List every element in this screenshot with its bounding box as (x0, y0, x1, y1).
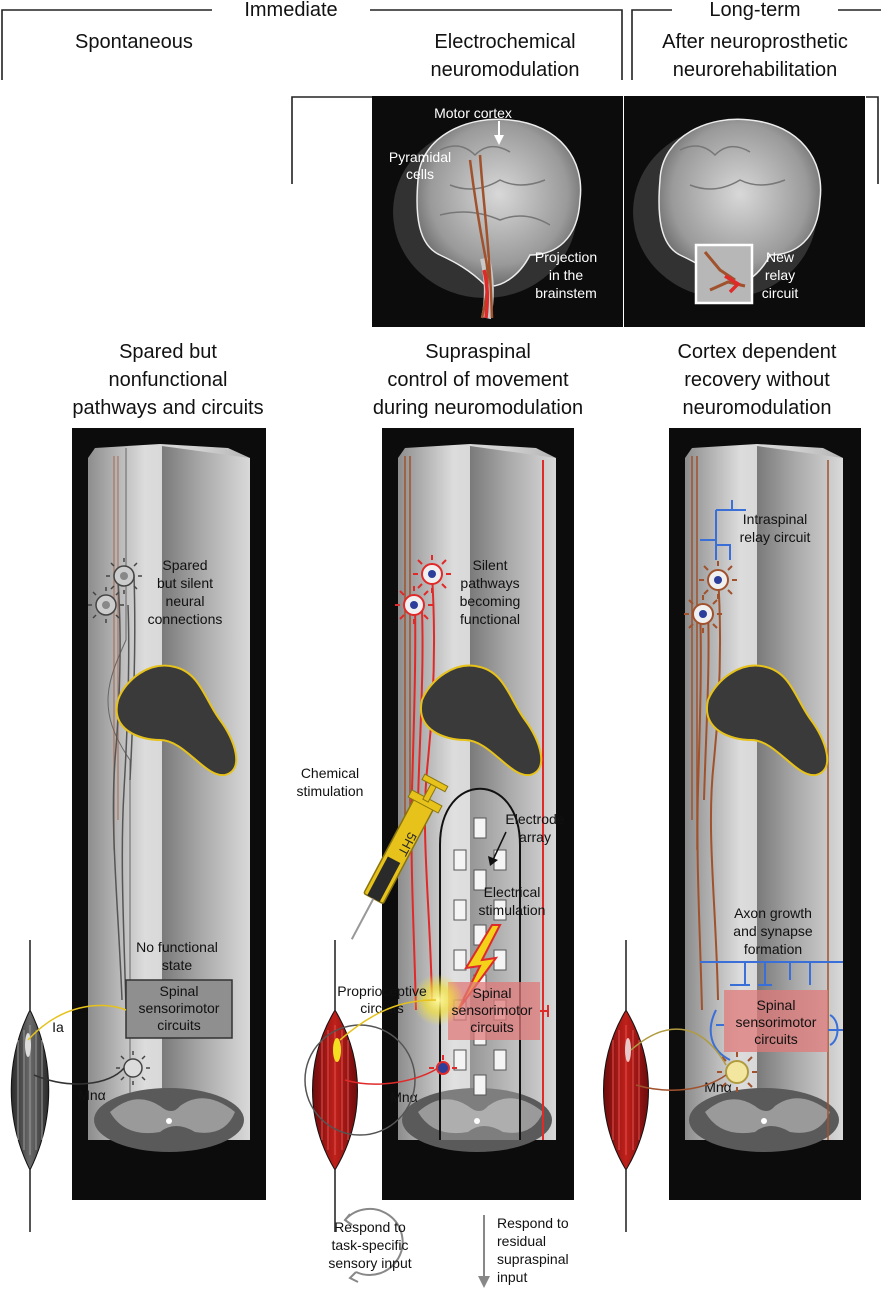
motor-cortex-label: Motor cortex (434, 105, 512, 121)
active-neuron-b (395, 586, 433, 624)
col1-title-3: pathways and circuits (72, 397, 263, 419)
active-neuron-a (413, 555, 451, 593)
pyramidal-label-1: Pyramidal (389, 149, 451, 165)
col3-header-line1: After neuroprosthetic (662, 31, 848, 53)
no-functional-label-1: No functional (136, 939, 218, 955)
circuits-box-2 (448, 982, 540, 1040)
spared-label-4: connections (148, 611, 223, 627)
intraspinal-label-1: Intraspinal (743, 511, 808, 527)
axon-label-2: and synapse (733, 923, 813, 939)
col2-header-line1: Electrochemical (434, 31, 575, 53)
circuits-label-3c: circuits (754, 1031, 798, 1047)
long-term-label: Long-term (709, 0, 800, 21)
residual-label-4: input (497, 1269, 527, 1285)
col3-header-line2: neurorehabilitation (673, 59, 838, 81)
silent-label-1: Silent (472, 557, 507, 573)
circuits-label-2b: sensorimotor (452, 1002, 533, 1018)
chemical-label-1: Chemical (301, 765, 359, 781)
col2-title-2: control of movement (387, 369, 569, 391)
spared-label-3: neural (166, 593, 205, 609)
silent-label-2: pathways (460, 575, 519, 591)
spinal-panel-1: Spared but silent neural connections No … (72, 428, 266, 1200)
col3-title-3: neuromodulation (683, 397, 832, 419)
lesion-1 (115, 664, 238, 777)
lesion-3 (705, 664, 829, 777)
intraspinal-label-2: relay circuit (740, 529, 811, 545)
projection-label-1: Projection (535, 249, 597, 265)
relay-label-1: New (766, 249, 795, 265)
col2-title-3: during neuromodulation (373, 397, 583, 419)
pyramidal-label-2: cells (406, 166, 434, 182)
proprio-label-1: Proprioceptive (337, 983, 427, 999)
muscle-1: Ia Mnα (10, 940, 127, 1232)
axon-label-3: formation (744, 941, 802, 957)
task-label-3: sensory input (328, 1255, 411, 1271)
muscle-3 (603, 940, 727, 1232)
circuits-label-2a: Spinal (473, 985, 512, 1001)
col1-title-2: nonfunctional (109, 369, 228, 391)
task-loop-icon (343, 1207, 404, 1283)
spinal-panel-3: Intraspinal relay circuit Axon growth an… (669, 428, 861, 1200)
lesion-2 (419, 664, 543, 777)
electrical-label-1: Electrical (484, 884, 541, 900)
mna-label-3: Mnα (704, 1079, 732, 1095)
col2-title-1: Supraspinal (425, 341, 531, 363)
col3-title-1: Cortex dependent (677, 341, 836, 363)
task-label-2: task-specific (331, 1237, 408, 1253)
circuits-label-1a: Spinal (160, 983, 199, 999)
relay-neuron-b (684, 595, 722, 633)
brain-panel-1: Motor cortex Pyramidal cells Projection … (372, 96, 623, 327)
down-arrow-icon (478, 1215, 490, 1288)
mna-label-1: Mnα (78, 1087, 106, 1103)
relay-label-2: relay (765, 267, 795, 283)
proprio-label-2: circuits (360, 1000, 404, 1016)
silent-label-4: functional (460, 611, 520, 627)
spared-label-2: but silent (157, 575, 213, 591)
task-label-1: Respond to (334, 1219, 406, 1235)
silent-neuron-a (106, 558, 142, 594)
projection-label-3: brainstem (535, 285, 596, 301)
residual-label-1: Respond to (497, 1215, 569, 1231)
relay-neuron-a (699, 561, 737, 599)
immediate-label: Immediate (244, 0, 337, 21)
electrode-label-2: array (519, 829, 551, 845)
silent-neuron-b (88, 587, 124, 623)
residual-label-3: supraspinal (497, 1251, 569, 1267)
circuits-label-3b: sensorimotor (736, 1014, 817, 1030)
col3-title-2: recovery without (684, 369, 830, 391)
no-functional-label-2: state (162, 957, 193, 973)
projection-label-2: in the (549, 267, 583, 283)
circuits-label-2c: circuits (470, 1019, 514, 1035)
electrical-label-2: stimulation (479, 902, 546, 918)
chemical-label-2: stimulation (297, 783, 364, 799)
circuits-label-1b: sensorimotor (139, 1000, 220, 1016)
muscle-2 (304, 940, 439, 1232)
spared-label-1: Spared (162, 557, 207, 573)
brain-1 (416, 118, 582, 287)
circuits-box-1 (125, 979, 233, 1039)
col2-header-line2: neuromodulation (431, 59, 580, 81)
circuits-label-3a: Spinal (757, 997, 796, 1013)
col1-header: Spontaneous (75, 31, 193, 53)
relay-label-3: circuit (762, 285, 799, 301)
electrode-label-1: Electrode (505, 811, 564, 827)
axon-label-1: Axon growth (734, 905, 812, 921)
circuits-label-1c: circuits (157, 1017, 201, 1033)
residual-label-2: residual (497, 1233, 546, 1249)
ia-label: Ia (52, 1019, 64, 1035)
header-brackets (1, 9, 881, 184)
brain-panel-2: New relay circuit (624, 96, 865, 327)
circuits-box-3 (724, 990, 828, 1052)
silent-label-3: becoming (460, 593, 521, 609)
col1-title-1: Spared but (119, 341, 217, 363)
motoneuron-3 (717, 1052, 757, 1092)
syringe-icon: 5HT (350, 773, 449, 940)
